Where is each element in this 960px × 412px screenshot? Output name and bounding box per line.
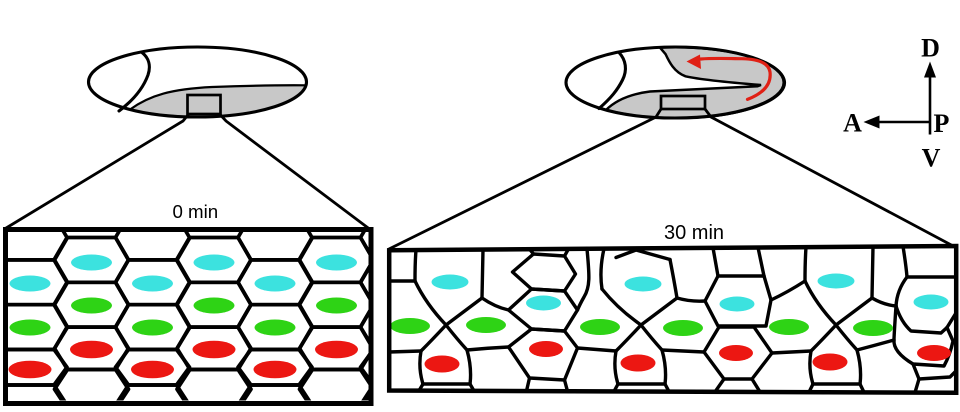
svg-text:P: P — [934, 109, 950, 138]
svg-text:0 min: 0 min — [172, 201, 218, 222]
svg-text:D: D — [921, 34, 940, 63]
svg-text:V: V — [922, 144, 941, 173]
svg-text:30 min: 30 min — [664, 222, 724, 244]
svg-text:A: A — [843, 109, 862, 138]
